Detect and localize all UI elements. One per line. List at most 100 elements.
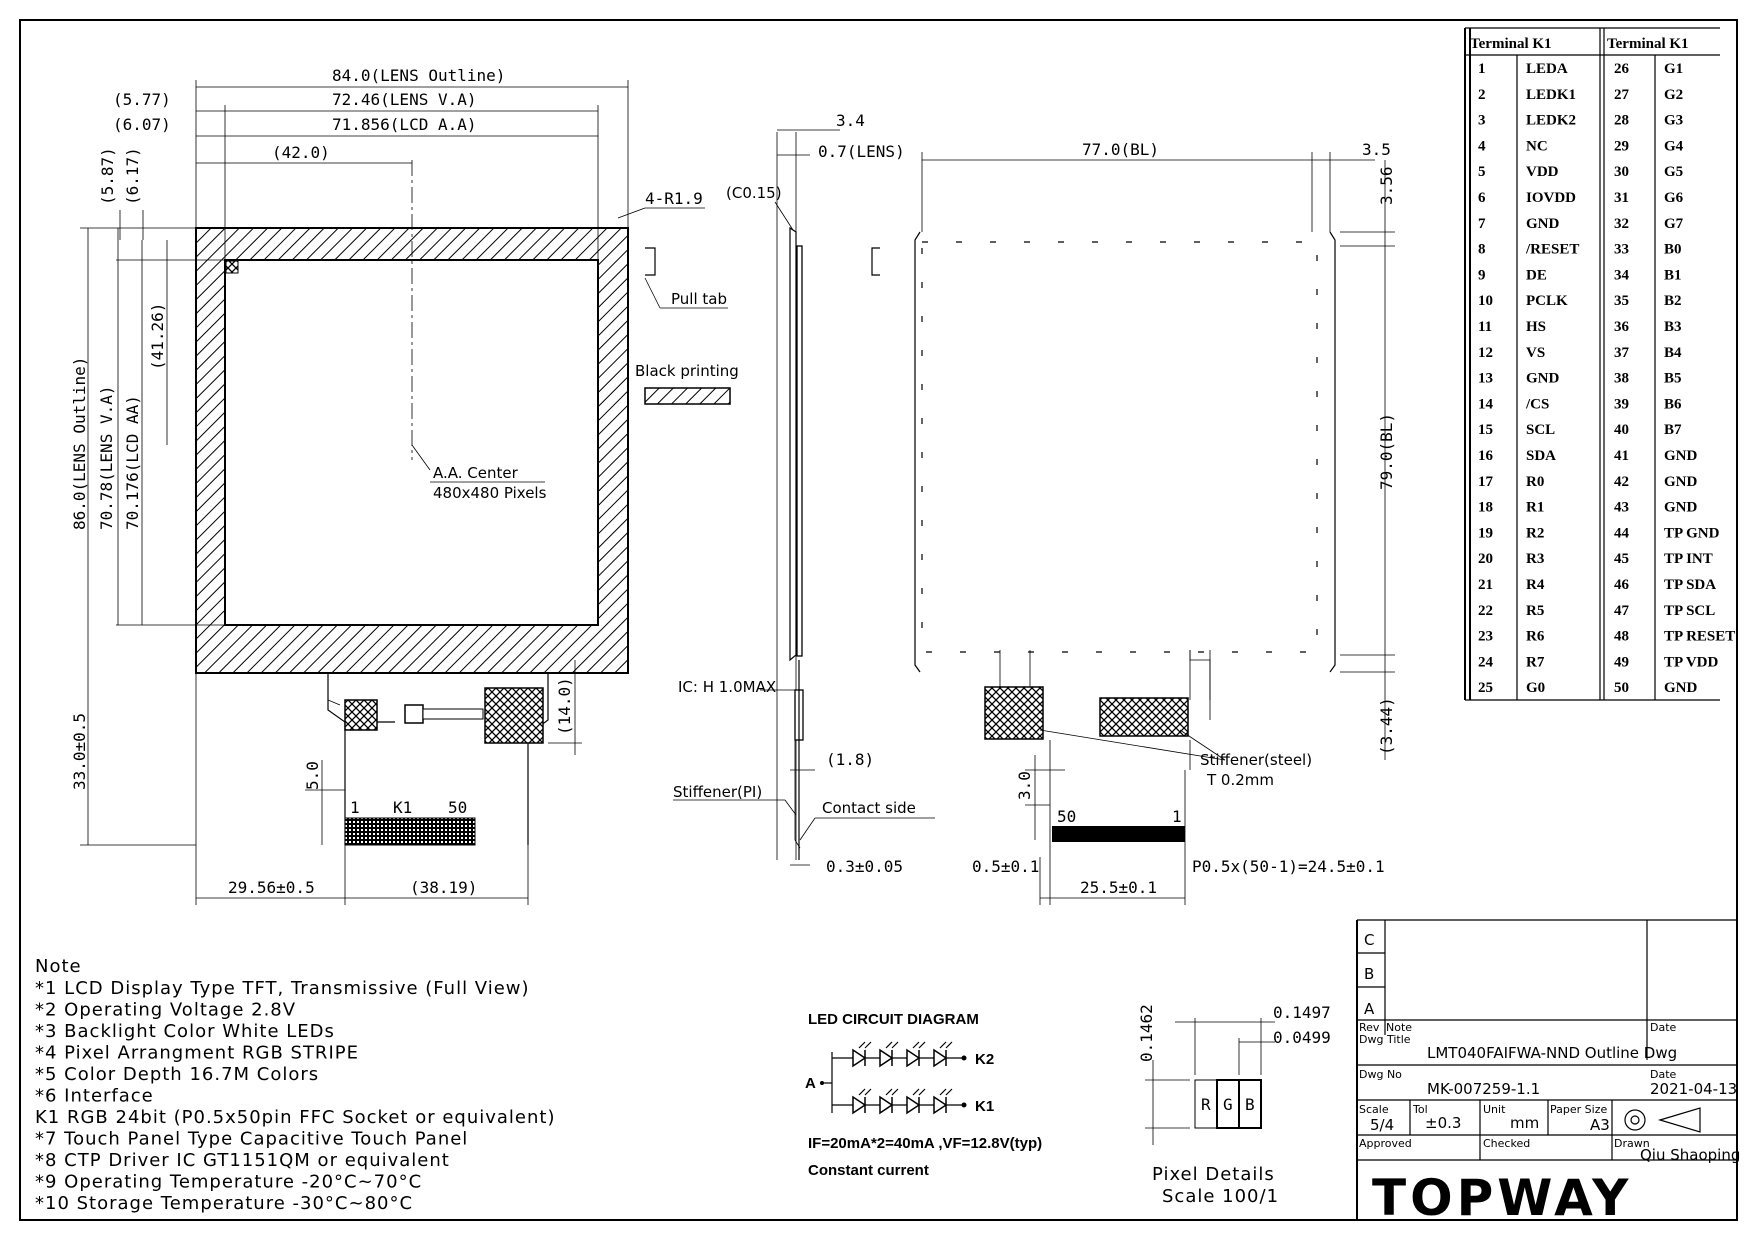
tol-label: Tol [1412, 1103, 1428, 1116]
note-line: *10 Storage Temperature -30°C~80°C [35, 1193, 413, 1214]
left-pin-signal: PCLK [1526, 293, 1568, 309]
right-pin-number: 40 [1614, 422, 1629, 438]
right-pin-signal: TP RESET [1664, 629, 1735, 645]
lens-outline-height: 86.0(LENS Outline) [70, 357, 89, 530]
right-pin-signal: GND [1664, 680, 1698, 696]
right-pin-signal: B6 [1664, 396, 1682, 412]
pixel-dim-left: 0.1462 [1137, 1004, 1156, 1062]
rev-a: A [1364, 1000, 1375, 1018]
paper-value: A3 [1590, 1116, 1610, 1134]
drawing-number: MK-007259-1.1 [1427, 1080, 1540, 1098]
right-pin-signal: TP SCL [1664, 603, 1715, 619]
dim-1-8: (1.8) [826, 750, 874, 769]
fpc-thickness: 0.3±0.05 [826, 857, 903, 876]
right-pin-signal: G1 [1664, 61, 1683, 77]
side-view: 3.4 0.7(LENS) (C0.15) IC: H 1.0MAX (1.8)… [673, 111, 935, 876]
led-diode-icon [879, 1088, 899, 1115]
scale-value: 5/4 [1370, 1116, 1394, 1134]
black-printing-sample [644, 387, 731, 405]
left-pin-number: 8 [1478, 242, 1486, 258]
lens-outline-width: 84.0(LENS Outline) [332, 66, 505, 85]
drawing-date: 2021-04-13 [1650, 1080, 1737, 1098]
right-pin-number: 41 [1614, 448, 1629, 464]
left-pin-signal: IOVDD [1526, 190, 1576, 206]
right-pin-number: 34 [1614, 267, 1630, 283]
left-pin-number: 21 [1478, 577, 1493, 593]
left-pin-number: 10 [1478, 293, 1493, 309]
right-pin-number: 36 [1614, 319, 1630, 335]
lens-0-7: 0.7(LENS) [818, 142, 905, 161]
dim-3-5: 3.5 [1362, 140, 1391, 159]
left-pin-number: 23 [1478, 629, 1493, 645]
backlight-width: 77.0(BL) [1082, 140, 1159, 159]
left-pin-number: 24 [1478, 654, 1494, 670]
right-pin-number: 28 [1614, 113, 1629, 129]
left-pin-number: 6 [1478, 190, 1486, 206]
left-pin-signal: /CS [1525, 396, 1549, 412]
left-pin-signal: R4 [1526, 577, 1545, 593]
led-k2: K2 [975, 1051, 994, 1068]
left-pin-number: 1 [1478, 61, 1486, 77]
right-pin-signal: B0 [1664, 242, 1682, 258]
left-pin-signal: G0 [1526, 680, 1545, 696]
left-pin-signal: R3 [1526, 551, 1544, 567]
scale-label: Scale [1359, 1103, 1389, 1116]
right-pin-signal: G5 [1664, 164, 1683, 180]
dim-3-0: 3.0 [1015, 771, 1034, 800]
right-pin-number: 44 [1614, 525, 1630, 541]
lcd-aa-width: 71.856(LCD A.A) [332, 115, 477, 134]
right-pin-number: 39 [1614, 396, 1629, 412]
left-pin-signal: SDA [1526, 448, 1556, 464]
pixel-r: R [1201, 1095, 1211, 1114]
dim-25-5: 25.5±0.1 [1080, 878, 1157, 897]
right-pin-number: 42 [1614, 474, 1629, 490]
right-pin-signal: G7 [1664, 216, 1684, 232]
right-pin-signal: G3 [1664, 113, 1683, 129]
led-anode: A [805, 1075, 816, 1092]
k1-label: K1 [393, 798, 412, 817]
fpc-contacts [344, 817, 476, 846]
pixel-g: G [1223, 1095, 1233, 1114]
left-pin-number: 12 [1478, 345, 1493, 361]
note-line: *3 Backlight Color White LEDs [35, 1021, 335, 1042]
pin-table-header-right: Terminal K1 [1607, 36, 1689, 52]
dim-3-4: 3.4 [836, 111, 865, 130]
left-pin-signal: R7 [1526, 654, 1545, 670]
left-pin-signal: VS [1526, 345, 1545, 361]
bottom-right-dim: (38.19) [410, 878, 477, 897]
pixels-label: 480x480 Pixels [433, 484, 547, 502]
unit-label: Unit [1483, 1103, 1506, 1116]
note-line: *1 LCD Display Type TFT, Transmissive (F… [35, 978, 530, 999]
led-diode-icon [906, 1088, 926, 1115]
left-pin-number: 19 [1478, 525, 1493, 541]
right-pin-number: 47 [1614, 603, 1630, 619]
left-pin-number: 16 [1478, 448, 1494, 464]
left-pin-number: 2 [1478, 87, 1486, 103]
left-pin-number: 7 [1478, 216, 1486, 232]
corner-radius-label: 4-R1.9 [645, 189, 703, 208]
left-pin-signal: NC [1526, 138, 1548, 154]
left-pin-number: 11 [1478, 319, 1492, 335]
projection-symbol [1624, 1107, 1701, 1133]
right-pin-number: 46 [1614, 577, 1630, 593]
left-pin-number: 15 [1478, 422, 1493, 438]
note-line: K1 RGB 24bit (P0.5x50pin FFC Socket or e… [35, 1107, 556, 1128]
led-circuit: LED CIRCUIT DIAGRAM A K2 K1 IF=20mA*2=40… [805, 1011, 1042, 1179]
ic-height-label: IC: H 1.0MAX [678, 678, 776, 696]
pixel-scale: Scale 100/1 [1162, 1186, 1279, 1207]
black-printing-label: Black printing [635, 362, 739, 380]
right-pin-number: 30 [1614, 164, 1629, 180]
right-pin-number: 35 [1614, 293, 1629, 309]
left-pin-signal: LEDK2 [1526, 113, 1576, 129]
note-line: *6 Interface [35, 1086, 154, 1107]
pixel-marker [225, 260, 239, 274]
pin-table-header-left: Terminal K1 [1470, 36, 1552, 52]
note-line: *7 Touch Panel Type Capacitive Touch Pan… [35, 1129, 468, 1150]
back-view: 50 1 77.0(BL) 3.5 3.56 79.0(BL) (3.44) S… [871, 140, 1396, 905]
unit-value: mm [1510, 1114, 1539, 1132]
front-view: A.A. Center 480x480 Pixels 84.0(LENS Out… [70, 66, 739, 905]
right-pin-number: 31 [1614, 190, 1629, 206]
led-current: Constant current [808, 1162, 929, 1179]
left-pin-signal: LEDK1 [1526, 87, 1576, 103]
